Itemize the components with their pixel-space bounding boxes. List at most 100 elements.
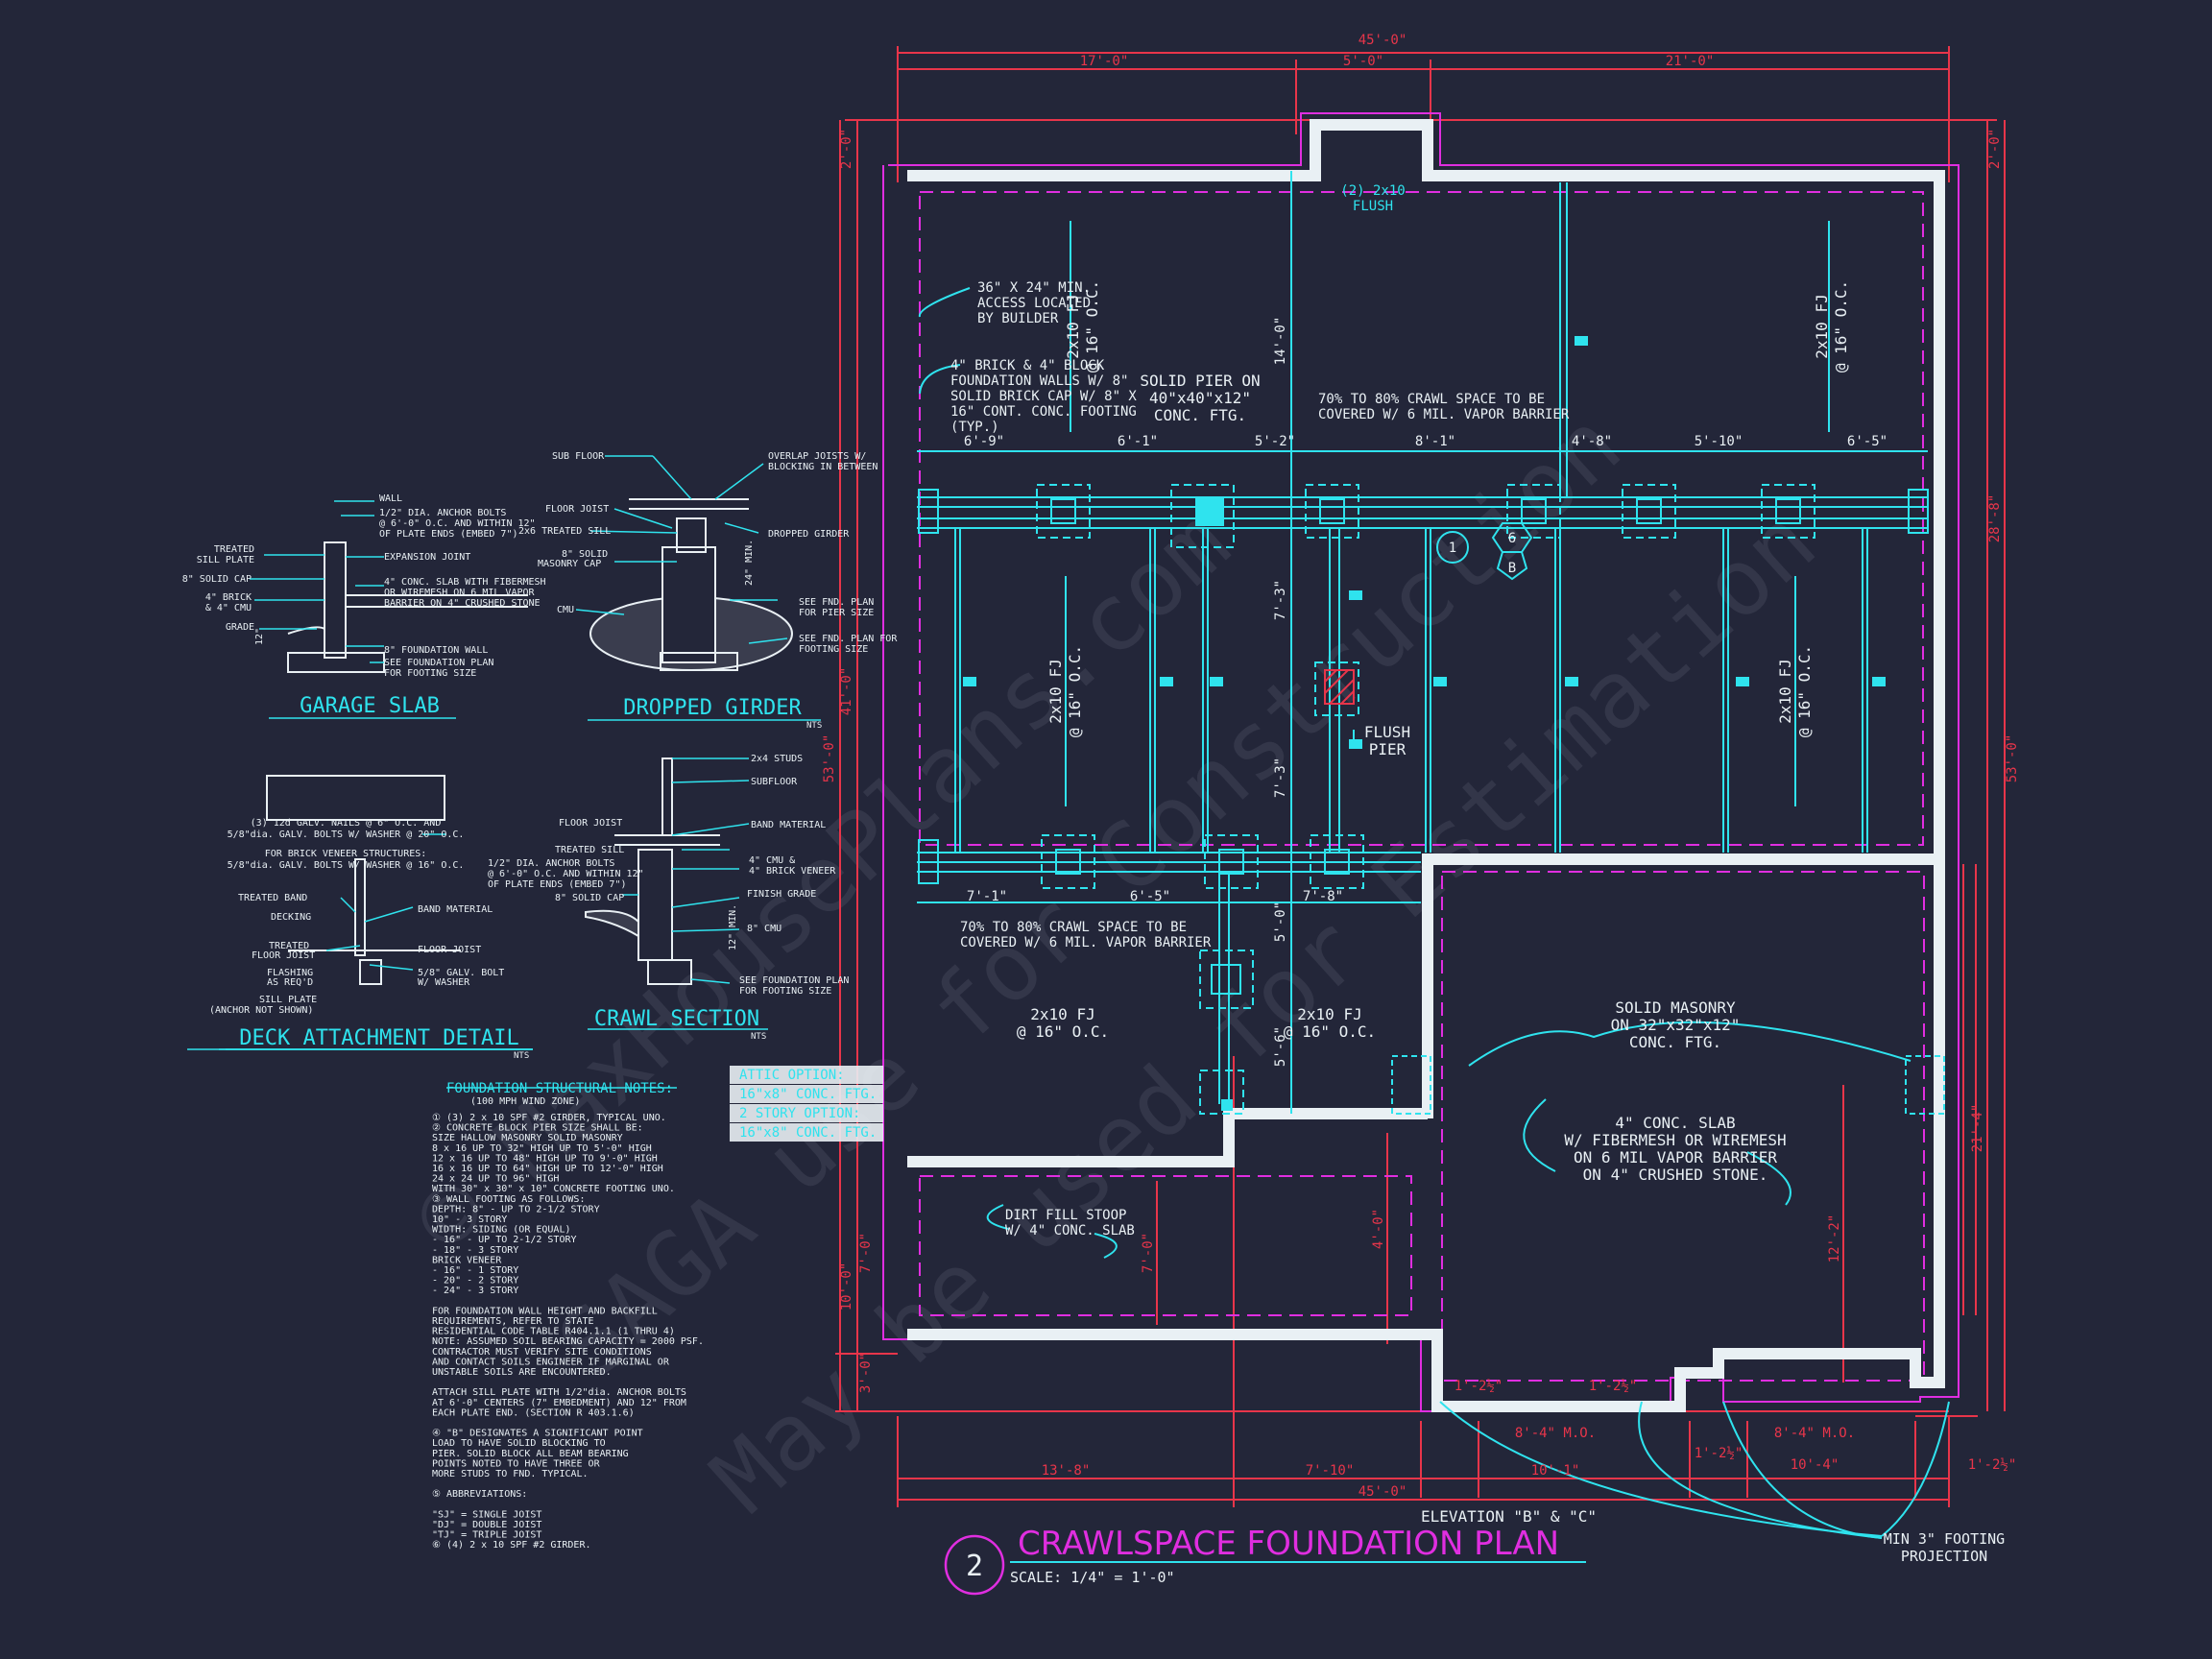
detail-garage-slab: WALL 1/2" DIA. ANCHOR BOLTS @ 6'-0" O.C.… (182, 493, 546, 718)
dim-top-a: 17'-0" (1080, 54, 1129, 69)
crawl-top-note-1: 70% TO 80% CRAWL SPACE TO BE (1318, 392, 1545, 407)
da-label-5: DECKING (271, 912, 311, 923)
vert-dim-b: 7'-3" (1273, 580, 1288, 620)
da-label-9: AS REQ'D (267, 977, 313, 988)
dim-left-mid: 41'-0" (839, 667, 854, 716)
structural-note-line: CONTRACTOR MUST VERIFY SITE CONDITIONS (432, 1347, 652, 1358)
dim-bottom-h: 1'-2½" (1968, 1457, 2017, 1473)
flush-pier-note-1: FLUSH (1364, 723, 1410, 741)
pier-dim-8: 7'-1" (967, 889, 1007, 904)
gs-title: GARAGE SLAB (300, 694, 440, 718)
cs-label-7: OF PLATE ENDS (EMBED 7") (488, 879, 627, 890)
plan-title: CRAWLSPACE FOUNDATION PLAN (1018, 1525, 1559, 1563)
cs-label-15: FOR FOOTING SIZE (739, 986, 831, 997)
cs-label-9: 4" BRICK VENEER (749, 866, 836, 877)
structural-note-line: LOAD TO HAVE SOLID BLOCKING TO (432, 1438, 606, 1449)
cs-title: CRAWL SECTION (594, 1007, 759, 1031)
vert-dim-a: 14'-0" (1273, 317, 1288, 366)
structural-note-line: ④ "B" DESIGNATES A SIGNIFICANT POINT (432, 1429, 643, 1439)
da-title: DECK ATTACHMENT DETAIL (239, 1026, 518, 1050)
title-number-circle (944, 1534, 1005, 1596)
fdn-wall-note-5: (TYP.) (950, 420, 999, 435)
flush-beam-note-2: FLUSH (1353, 199, 1393, 214)
fdn-wall-note-4: 16" CONT. CONC. FOOTING (950, 404, 1137, 420)
structural-note-line: AT 6'-0" CENTERS (7" EMBEDMENT) AND 12" … (432, 1398, 686, 1408)
structural-note-line: EACH PLATE END. (SECTION R 403.1.6) (432, 1407, 635, 1418)
structural-note-line: - 16" - 1 STORY (432, 1265, 518, 1276)
cs-label-11: FINISH GRADE (747, 889, 816, 900)
dim-bottom-f: 1'-2½" (1589, 1379, 1638, 1394)
dim-bottom-a: 13'-8" (1042, 1463, 1091, 1479)
vert-dim-d: 5'-0" (1273, 902, 1288, 942)
fdn-wall-note-2: FOUNDATION WALLS W/ 8" (950, 373, 1128, 389)
dim-top-c: 21'-0" (1666, 54, 1715, 69)
structural-note-line: FOR FOUNDATION WALL HEIGHT AND BACKFILL (432, 1306, 658, 1316)
vert-dim-e: 5'-6" (1273, 1026, 1288, 1067)
title-number: 2 (966, 1550, 983, 1583)
pier-dim-5: 4'-8" (1572, 434, 1612, 449)
vert-dim-c: 7'-3" (1273, 757, 1288, 798)
da-label-12: BAND MATERIAL (418, 904, 493, 915)
dim-right-a: 28'-8" (1987, 494, 2003, 543)
structural-note-line: AND CONTACT SOILS ENGINEER IF MARGINAL O… (432, 1357, 670, 1367)
gs-label-brick-1: 4" BRICK (205, 592, 252, 603)
structural-note-line: 24 x 24 UP TO 96" HIGH (432, 1174, 559, 1185)
fj-note-5a: 2x10 FJ (1030, 1005, 1094, 1023)
gs-label-slab-1: 4" CONC. SLAB WITH FIBERMESH (384, 577, 546, 588)
structural-note-line: - 16" - UP TO 2-1/2 STORY (432, 1235, 577, 1245)
structural-note-line: 16 x 16 UP TO 64" HIGH UP TO 12'-0" HIGH (432, 1164, 663, 1174)
flush-pier-hatch (1324, 669, 1355, 705)
gs-label-bolts-3: OF PLATE ENDS (EMBED 7") (379, 529, 518, 540)
da-label-3: 5/8"dia. GALV. BOLTS W/ WASHER @ 16" O.C… (228, 860, 465, 871)
fj-note-2b: @ 16" O.C. (1832, 280, 1850, 373)
dim-left-bot: 3'-0" (858, 1353, 874, 1393)
gs-label-fdn-wall: 8" FOUNDATION WALL (384, 645, 488, 656)
crawl-top-note-2: COVERED W/ 6 MIL. VAPOR BARRIER (1318, 407, 1570, 422)
da-label-2: FOR BRICK VENEER STRUCTURES: (265, 849, 427, 859)
framing (917, 171, 1950, 1539)
dg-label-3: FLOOR JOIST (545, 504, 609, 515)
gs-label-brick-2: & 4" CMU (205, 603, 252, 613)
cs-label-8: 4" CMU & (749, 855, 795, 866)
gs-label-bolts-2: @ 6'-0" O.C. AND WITHIN 12" (379, 518, 536, 529)
gs-label-slab-2: OR WIREMESH ON 6 MIL VAPOR (384, 588, 536, 598)
detail-deck-attachment: (3) 12d GALV. NAILS @ 6" O.C. AND 5/8"di… (209, 818, 529, 1061)
structural-note-line: NOTE: ASSUMED SOIL BEARING CAPACITY = 20… (432, 1336, 704, 1347)
fj-note-6b: @ 16" O.C. (1284, 1022, 1376, 1041)
tag-b: B (1508, 561, 1516, 576)
pier-dim-10: 7'-8" (1303, 889, 1343, 904)
dg-label-0: SUB FLOOR (552, 451, 605, 462)
da-label-8: FLASHING (267, 968, 313, 978)
dim-left-low: 10'-0" (839, 1262, 854, 1311)
solid-pier-note-3: CONC. FTG. (1154, 406, 1246, 424)
gs-label-sill: SILL PLATE (197, 555, 254, 565)
structural-note-line: 10" - 3 STORY (432, 1214, 507, 1225)
da-label-4: TREATED BAND (238, 893, 307, 903)
dg-label-5: 8" SOLID (562, 549, 608, 560)
structural-note-line: PIER. SOLID BLOCK ALL BEAM BEARING (432, 1449, 629, 1459)
gs-label-bolts-1: 1/2" DIA. ANCHOR BOLTS (379, 508, 506, 518)
structural-note-line: "SJ" = SINGLE JOIST (432, 1509, 541, 1520)
structural-note-line: - 24" - 3 STORY (432, 1286, 518, 1296)
structural-note-line: RESIDENTIAL CODE TABLE R404.1.1 (1 THRU … (432, 1327, 675, 1337)
solid-masonry-note-1: SOLID MASONRY (1615, 998, 1736, 1017)
garage-slab-note-3: ON 6 MIL VAPOR BARRIER (1574, 1148, 1777, 1166)
gs-label-wall: WALL (379, 493, 402, 504)
dim-right-overall: 53'-0" (2005, 734, 2020, 783)
dg-label-7: DROPPED GIRDER (768, 529, 850, 540)
solid-masonry-note-3: CONC. FTG. (1629, 1033, 1721, 1051)
dg-nts: NTS (806, 721, 822, 731)
plan-scale: SCALE: 1/4" = 1'-0" (1010, 1569, 1175, 1586)
structural-note-line: DEPTH: 8" - UP TO 2-1/2 STORY (432, 1204, 600, 1214)
fj-note-4b: @ 16" O.C. (1795, 645, 1814, 737)
flush-pier-note-2: PIER (1369, 740, 1407, 758)
dim-stoop-a: 7'-0" (1141, 1233, 1156, 1273)
cs-label-14: SEE FOUNDATION PLAN (739, 975, 849, 986)
dg-label-2: BLOCKING IN BETWEEN (768, 462, 878, 472)
cs-label-2: FLOOR JOIST (559, 818, 622, 829)
dim-top-overall: 45'-0" (1358, 33, 1407, 48)
dg-label-4: 2x6 TREATED SILL (518, 526, 611, 537)
structural-note-line: - 20" - 2 STORY (432, 1276, 518, 1286)
cs-nts: NTS (751, 1032, 766, 1042)
dim-bottom-b: 7'-10" (1306, 1463, 1355, 1479)
